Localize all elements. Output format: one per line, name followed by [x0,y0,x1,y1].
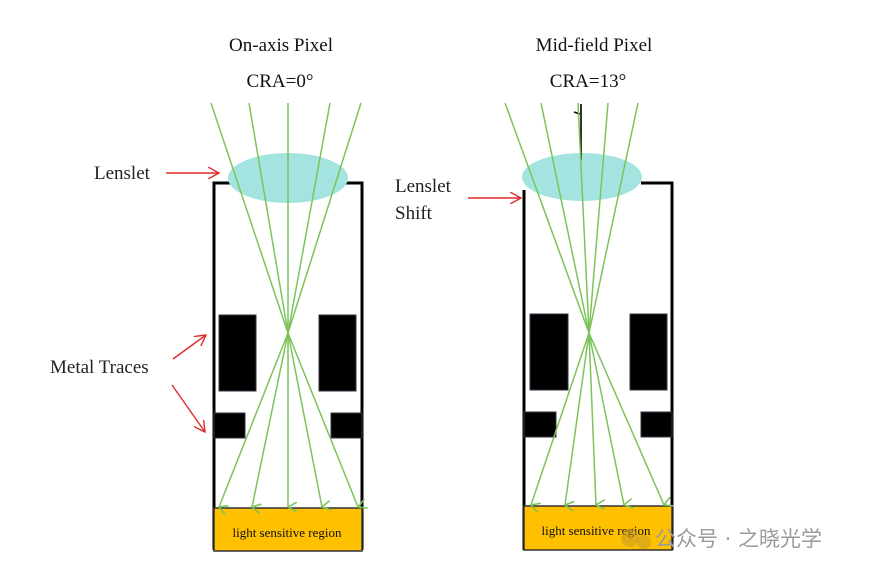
right-ray-5 [588,102,664,505]
left-region-label: light sensitive region [232,525,342,540]
left-light-sensitive-region [213,507,363,552]
right-metal-trace-lower-right [640,411,673,438]
lenslet-label: Lenslet [94,163,151,184]
metal-traces-arrow-lower [171,384,205,432]
lenslet-shift-label-line2: Shift [395,203,433,224]
right-title: Mid-field Pixel [536,35,653,56]
lenslet-shift-label-line1: Lenslet [395,176,452,197]
wechat-icon-bubble [637,535,651,549]
left-metal-trace-lower-left [213,412,246,439]
right-panel: Mid-field Pixel CRA=13° light sensitive … [395,35,673,551]
right-cra-label: CRA=13° [550,71,626,92]
left-cra-label: CRA=0° [247,71,314,92]
left-panel: On-axis Pixel CRA=0° light sensitive reg… [50,35,363,552]
left-title: On-axis Pixel [229,35,333,56]
left-ray-5 [287,102,361,507]
right-metal-trace-lower-left [523,411,557,438]
metal-traces-label: Metal Traces [50,357,149,378]
metal-traces-arrow-upper [172,335,206,360]
watermark-text: 公众号 · 之晓光学 [655,527,822,551]
right-rays [504,102,664,505]
right-metal-trace-upper-left [529,313,569,391]
left-rays [210,102,361,507]
watermark: 公众号 · 之晓光学 [621,527,822,551]
left-metal-trace-upper-right [318,314,357,392]
left-metal-trace-lower-right [330,412,363,439]
right-metal-trace-upper-right [629,313,668,391]
wechat-icon [621,529,639,547]
left-metal-trace-upper-left [218,314,257,392]
